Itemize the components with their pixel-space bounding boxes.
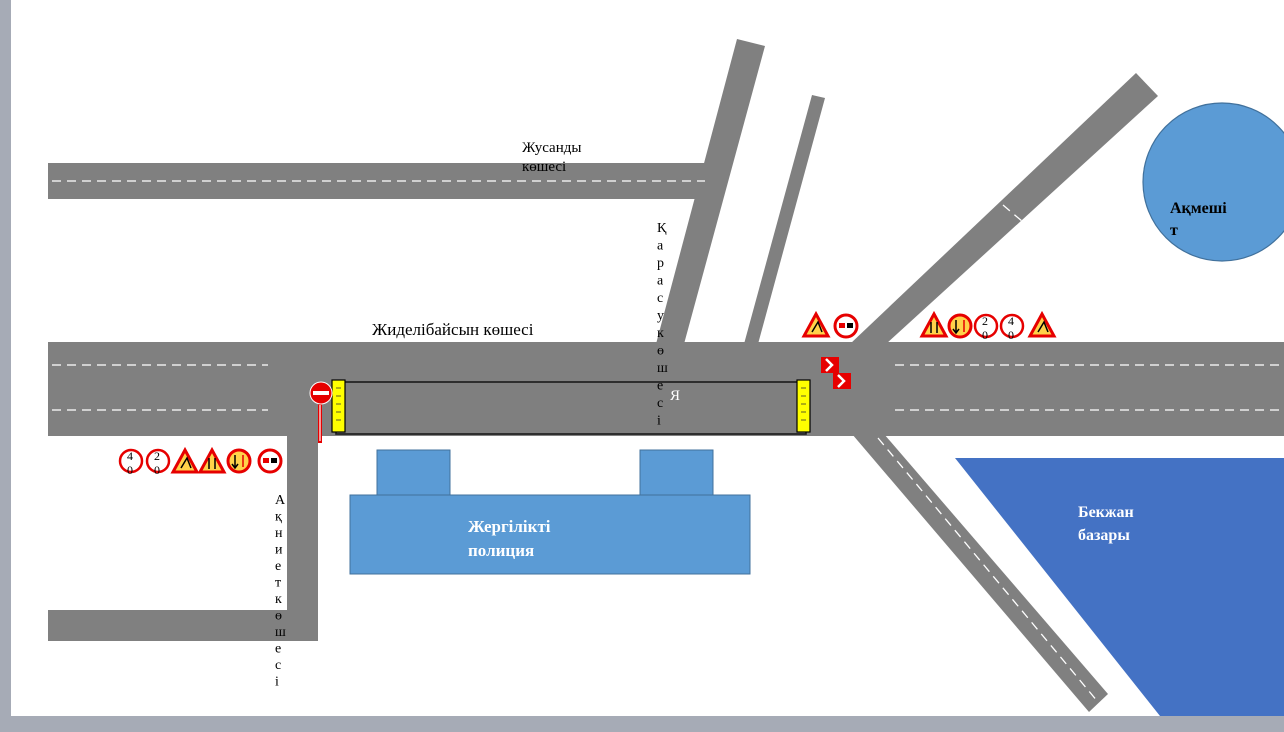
police-building [349, 449, 751, 575]
road-karasu-branch [744, 95, 825, 344]
road-akniet-horizontal [48, 610, 318, 641]
bazaar-label-line2: базары [1078, 527, 1130, 544]
work-zone [335, 381, 807, 435]
roadwork-sign-icon [801, 310, 831, 338]
lane-markings [52, 180, 1284, 703]
barrier-right [796, 379, 811, 433]
priority-oncoming-sign-icon [947, 313, 973, 339]
road-southeast [852, 434, 1108, 712]
bazaar [955, 458, 1284, 716]
mosque-label-line2: т [1170, 222, 1178, 239]
roadwork-sign-right-icon [1027, 310, 1057, 338]
road-karasu [656, 39, 765, 344]
road-akniet-vertical [287, 434, 318, 641]
svg-text:20: 20 [982, 314, 988, 342]
police-label-line1: Жергілікті [468, 517, 551, 536]
barrier-stripes [336, 387, 806, 421]
roads [48, 39, 1284, 712]
lane-narrowing-sign-left-icon [197, 446, 227, 474]
svg-text:20: 20 [154, 449, 160, 477]
police-label-line2: полиция [468, 541, 534, 560]
barrier-left [331, 379, 346, 433]
bazaar-label-line1: Бекжан [1078, 504, 1134, 521]
street-zhusandy-line1: Жусанды [522, 140, 581, 156]
mosque [1142, 102, 1284, 262]
priority-oncoming-sign-left-icon [226, 448, 252, 474]
no-overtaking-sign-left-icon [257, 448, 283, 474]
no-overtaking-sign-icon [833, 313, 859, 339]
svg-text:40: 40 [1008, 314, 1014, 342]
lane-narrowing-sign-icon [919, 310, 949, 338]
svg-text:40: 40 [127, 449, 133, 477]
work-zone-label: Я [670, 388, 680, 404]
road-northeast [850, 73, 1158, 344]
roadwork-sign-left-icon [170, 446, 200, 474]
chevron-turn-sign-icon [821, 357, 851, 389]
mosque-label-line1: Ақмеші [1170, 200, 1227, 217]
no-entry-sign-icon [309, 381, 333, 443]
street-zhidelibaisyn: Жиделібайсын көшесі [372, 320, 534, 339]
street-zhusandy-line2: көшесі [522, 159, 566, 175]
